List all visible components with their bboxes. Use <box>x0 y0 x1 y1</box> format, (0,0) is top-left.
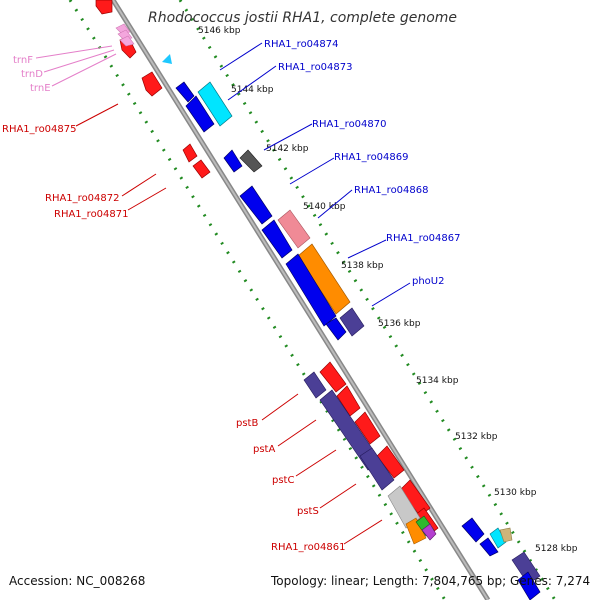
tick-label: 5144 kbp <box>231 85 274 95</box>
gene-label-ro04871[interactable]: RHA1_ro04871 <box>54 209 129 220</box>
gene-label-phou2[interactable]: phoU2 <box>412 276 445 287</box>
reverse-strand-genes <box>95 0 439 537</box>
gene-label-ro04870[interactable]: RHA1_ro04870 <box>312 119 387 130</box>
gene-label-ro04872[interactable]: RHA1_ro04872 <box>45 193 120 204</box>
gene-label-ro04869[interactable]: RHA1_ro04869 <box>334 152 409 163</box>
tick-label: 5142 kbp <box>266 144 309 154</box>
gene-arrow[interactable] <box>517 571 541 600</box>
trna-label-trnd[interactable]: trnD <box>21 69 43 80</box>
gene-arrow[interactable] <box>175 81 195 103</box>
reverse-labels: RHA1_ro04875 RHA1_ro04872 RHA1_ro04871 p… <box>2 103 383 553</box>
tick-label: 5130 kbp <box>494 488 537 498</box>
tick-label: 5138 kbp <box>341 261 384 271</box>
forward-labels: RHA1_ro04874 RHA1_ro04873 RHA1_ro04870 R… <box>219 39 461 307</box>
topology-text: Topology: linear; Length: 7,804,765 bp; … <box>270 574 590 588</box>
gene-arrow[interactable] <box>461 517 485 543</box>
trna-label-trnf[interactable]: trnF <box>13 55 33 66</box>
gene-arrow[interactable] <box>479 537 499 557</box>
gene-arrow[interactable] <box>223 149 243 173</box>
gene-arrow[interactable] <box>325 317 347 341</box>
scale-ticks: 5146 kbp 5144 kbp 5142 kbp 5140 kbp 5138… <box>198 26 578 554</box>
outer-dotted-guide <box>68 0 447 600</box>
tick-label: 5132 kbp <box>455 432 498 442</box>
tick-label: 5134 kbp <box>416 376 459 386</box>
gene-label-psts[interactable]: pstS <box>297 506 319 517</box>
gene-arrow[interactable] <box>185 95 215 133</box>
trna-labels: trnF trnD trnE <box>13 45 117 94</box>
gene-arrow[interactable] <box>95 0 113 15</box>
small-cyan-gene[interactable] <box>162 54 172 64</box>
gene-box[interactable] <box>277 209 311 249</box>
gene-arrow[interactable] <box>336 385 361 417</box>
trna-label-trne[interactable]: trnE <box>30 83 51 94</box>
gene-box[interactable] <box>499 527 513 543</box>
tick-label: 5146 kbp <box>198 26 241 36</box>
accession-text: Accession: NC_008268 <box>9 574 145 588</box>
gene-arrow[interactable] <box>376 445 405 479</box>
gene-label-ro04873[interactable]: RHA1_ro04873 <box>278 62 353 73</box>
backbone <box>110 0 491 600</box>
gene-label-pstc[interactable]: pstC <box>272 475 294 486</box>
inner-dotted-guide <box>178 0 557 600</box>
gene-arrow[interactable] <box>354 411 381 445</box>
gene-arrow[interactable] <box>141 71 163 97</box>
gene-label-ro04867[interactable]: RHA1_ro04867 <box>386 233 461 244</box>
gene-arrow[interactable] <box>261 219 293 259</box>
gene-box[interactable] <box>489 527 507 549</box>
tick-label: 5128 kbp <box>535 544 578 554</box>
gene-label-ro04874[interactable]: RHA1_ro04874 <box>264 39 339 50</box>
tick-label: 5140 kbp <box>303 202 346 212</box>
gene-box[interactable] <box>303 371 327 399</box>
gene-arrow[interactable] <box>319 361 347 393</box>
gene-box[interactable] <box>387 485 421 529</box>
gene-arrow[interactable] <box>192 159 211 179</box>
gene-arrow[interactable] <box>182 143 198 163</box>
gene-label-psta[interactable]: pstA <box>253 444 275 455</box>
dotted-guides <box>68 0 557 600</box>
gene-label-ro04861[interactable]: RHA1_ro04861 <box>271 542 346 553</box>
map-title: Rhodococcus jostii RHA1, complete genome <box>148 10 457 26</box>
gene-label-pstb[interactable]: pstB <box>236 418 258 429</box>
gene-box[interactable] <box>197 81 233 127</box>
gene-box[interactable] <box>359 447 395 491</box>
gene-label-ro04875[interactable]: RHA1_ro04875 <box>2 124 77 135</box>
trna-chevron[interactable] <box>119 35 135 47</box>
gene-box[interactable] <box>421 523 437 541</box>
gene-box[interactable] <box>405 517 427 545</box>
forward-strand-genes <box>162 54 541 600</box>
gene-box[interactable] <box>339 307 365 337</box>
tick-label: 5136 kbp <box>378 319 421 329</box>
gene-arrow[interactable] <box>239 185 273 225</box>
gene-arrow[interactable] <box>285 253 337 327</box>
gene-box[interactable] <box>239 149 263 173</box>
gene-label-ro04868[interactable]: RHA1_ro04868 <box>354 185 429 196</box>
